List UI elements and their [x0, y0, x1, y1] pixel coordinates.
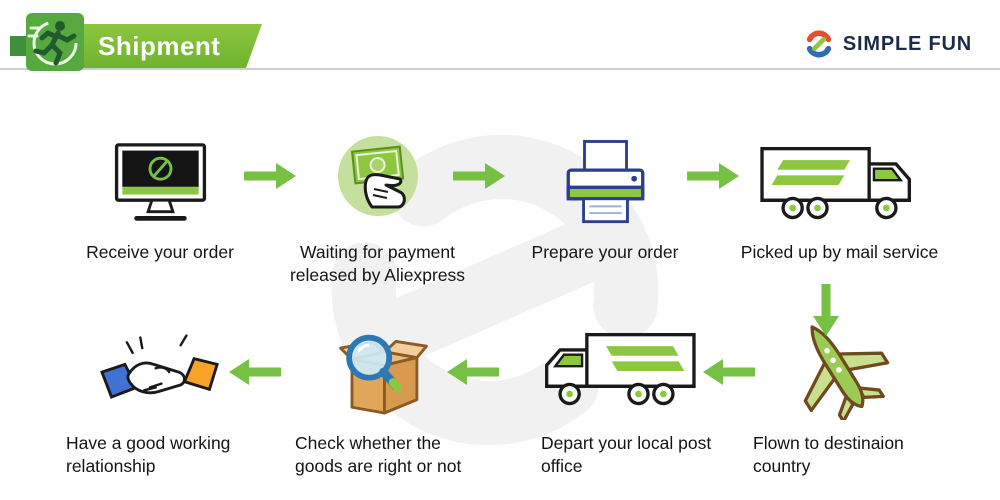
brand-swirl-icon [806, 30, 832, 58]
arrow-left-icon [228, 358, 282, 391]
airplane-icon [785, 312, 890, 420]
step-prepare-order: Prepare your order [500, 125, 710, 264]
step-receive-order: Receive your order [55, 125, 265, 264]
step-label: Have a good working relationship [66, 433, 231, 477]
truck-left-icon [534, 318, 699, 420]
step-depart-post-office: Depart your local post office [514, 318, 719, 479]
step-label: Waiting for payment released by Aliexpre… [289, 242, 466, 286]
printer-icon [553, 125, 658, 229]
step-good-relationship: Have a good working relationship [60, 320, 260, 479]
arrow-left-icon [702, 358, 756, 391]
handshake-icon [100, 320, 220, 420]
brand-logo: SIMPLE FUN [804, 29, 972, 59]
payment-hand-icon [328, 125, 428, 229]
brand-name: SIMPLE FUN [842, 32, 972, 55]
arrow-right-icon [243, 162, 297, 195]
step-label: Depart your local post office [541, 433, 712, 477]
step-check-goods: Check whether the goods are right or not [288, 316, 478, 479]
step-label: Check whether the goods are right or not [295, 433, 462, 477]
arrow-down-icon [812, 283, 840, 342]
title-banner: Shipment [78, 24, 262, 68]
truck-right-icon [757, 125, 922, 229]
page-title: Shipment [98, 30, 221, 61]
step-label: Picked up by mail service [740, 242, 939, 262]
monitor-icon [108, 125, 213, 229]
step-label: Receive your order [86, 242, 234, 262]
arrow-left-icon [446, 358, 500, 391]
step-waiting-payment: Waiting for payment released by Aliexpre… [275, 125, 480, 288]
step-flown-destination: Flown to destinaion country [735, 312, 940, 479]
header-accent-square [10, 36, 30, 56]
step-picked-up: Picked up by mail service [722, 125, 957, 264]
runner-icon [26, 13, 84, 71]
arrow-right-icon [686, 162, 740, 195]
arrow-right-icon [452, 162, 506, 195]
step-label: Prepare your order [531, 242, 679, 262]
step-label: Flown to destinaion country [753, 433, 904, 477]
box-magnifier-icon [331, 316, 436, 420]
header-divider [0, 68, 1000, 70]
